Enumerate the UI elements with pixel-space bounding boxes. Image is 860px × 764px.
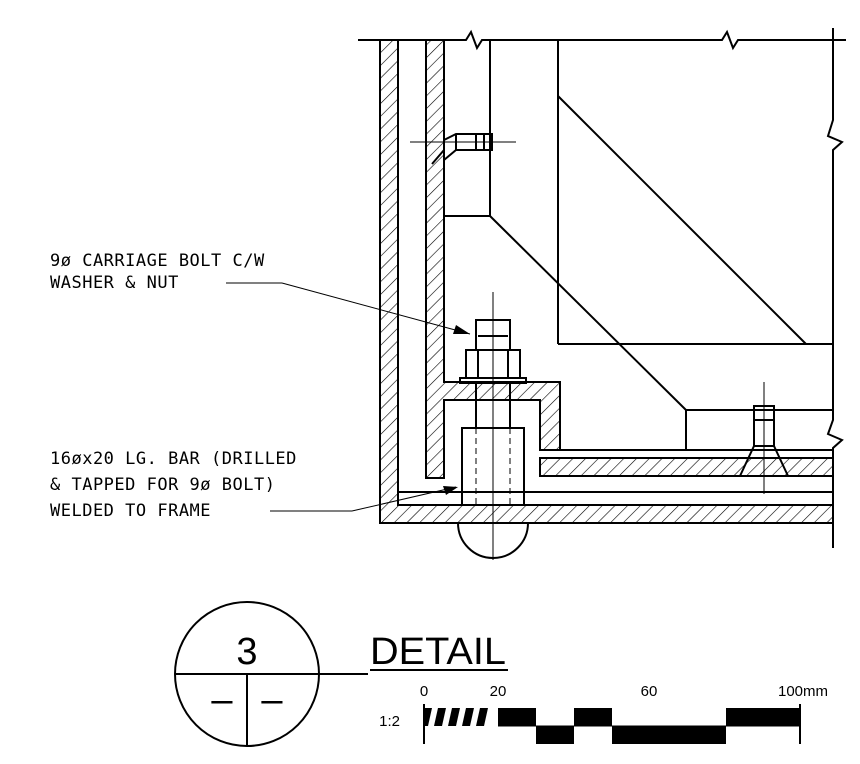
bar-callout-line1: 16øx20 LG. BAR (DRILLED [50, 449, 297, 469]
scale-tick-0: 0 [420, 683, 428, 700]
countersunk-bolt [738, 382, 790, 494]
bottom-plate [539, 449, 834, 477]
callout-carriage-bolt: 9ø CARRIAGE BOLT C/W WASHER & NUT [50, 251, 471, 335]
sheet-right: – [261, 679, 283, 721]
top-break-line [358, 29, 846, 51]
scale-bar: 1:2 0 20 60 100mm [379, 683, 828, 744]
carriage-bolt [459, 292, 527, 560]
scale-tick-100: 100mm [778, 683, 828, 700]
scale-coarse-divisions [498, 704, 801, 744]
bolt-callout-line1: 9ø CARRIAGE BOLT C/W [50, 251, 265, 271]
sheet-left: – [211, 679, 233, 721]
bar-callout-line3: WELDED TO FRAME [50, 501, 211, 521]
side-bolt [410, 133, 516, 165]
right-break-line [826, 28, 844, 548]
scale-tick-20: 20 [490, 683, 507, 700]
detail-bubble: 3 – – [174, 601, 368, 747]
outer-frame-angle [379, 39, 834, 524]
scale-ratio: 1:2 [379, 713, 400, 730]
detail-number: 3 [236, 631, 257, 673]
callout-welded-bar: 16øx20 LG. BAR (DRILLED & TAPPED FOR 9ø … [50, 449, 458, 521]
frame-members [398, 40, 833, 493]
welded-bar [457, 383, 529, 559]
scale-tick-60: 60 [641, 683, 658, 700]
bar-callout-line2: & TAPPED FOR 9ø BOLT) [50, 475, 275, 495]
bolt-callout-line2: WASHER & NUT [50, 273, 179, 293]
detail-title-text: DETAIL [370, 631, 506, 673]
detail-title: DETAIL [370, 631, 508, 673]
scale-fine-divisions [423, 704, 488, 744]
